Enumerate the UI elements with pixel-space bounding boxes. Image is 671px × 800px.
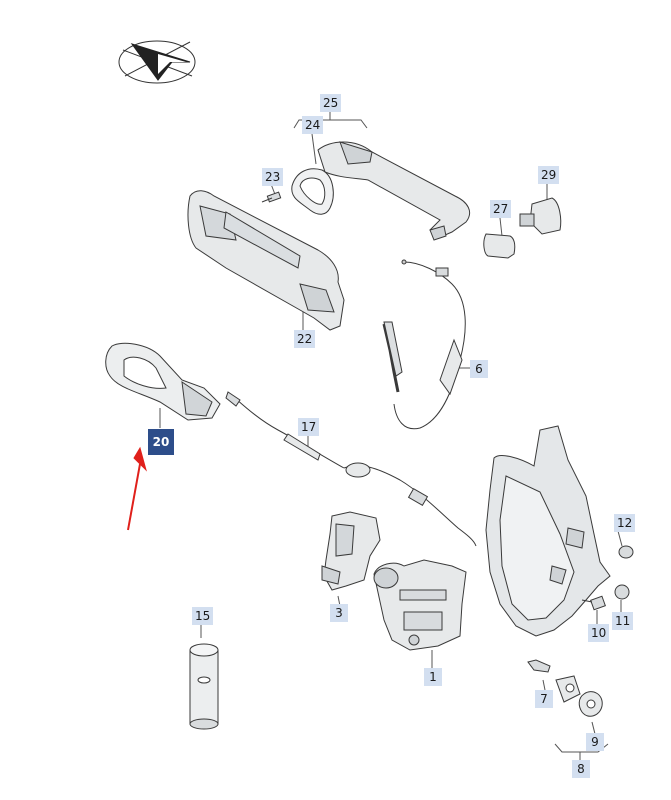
callout-22[interactable]: 22 — [294, 330, 316, 348]
cap-11 — [614, 584, 630, 600]
screw-23 — [261, 191, 282, 203]
leader-lines — [159, 112, 623, 760]
bowden-cable-6 — [382, 259, 466, 430]
selection-arrow-icon — [127, 446, 147, 531]
lock-bracket-3 — [321, 511, 381, 591]
callout-27[interactable]: 27 — [490, 200, 512, 218]
callout-17[interactable]: 17 — [298, 418, 320, 436]
bowden-cable-17 — [225, 391, 477, 547]
callout-11[interactable]: 11 — [612, 612, 634, 630]
callout-10[interactable]: 10 — [588, 624, 610, 642]
callout-15[interactable]: 15 — [192, 607, 214, 625]
exterior-door-handle — [317, 141, 470, 241]
callout-23[interactable]: 23 — [262, 168, 284, 186]
callout-6[interactable]: 6 — [470, 360, 488, 378]
door-lock-1 — [373, 559, 467, 651]
bolt-10 — [581, 595, 606, 611]
lubricant-can-15 — [189, 643, 219, 730]
callout-25[interactable]: 25 — [320, 94, 342, 112]
mounting-plate-27 — [483, 233, 516, 259]
handle-carrier-bracket — [187, 190, 345, 331]
callout-8[interactable]: 8 — [572, 760, 590, 778]
orientation-compass-icon — [118, 40, 196, 84]
callout-29[interactable]: 29 — [538, 166, 560, 184]
door-inner-panel — [485, 425, 611, 637]
callout-3[interactable]: 3 — [330, 604, 348, 622]
striker-pin-7 — [527, 659, 581, 703]
plug-12 — [618, 545, 634, 559]
callout-9[interactable]: 9 — [586, 733, 604, 751]
handle-gasket — [291, 168, 334, 215]
interior-door-handle — [105, 342, 221, 421]
callout-12[interactable]: 12 — [614, 514, 636, 532]
cylinder-cover-29 — [519, 197, 562, 235]
callout-24[interactable]: 24 — [302, 116, 324, 134]
gasket-9 — [578, 691, 603, 717]
callout-20[interactable]: 20 — [148, 429, 174, 455]
callout-7[interactable]: 7 — [535, 690, 553, 708]
callout-1[interactable]: 1 — [424, 668, 442, 686]
